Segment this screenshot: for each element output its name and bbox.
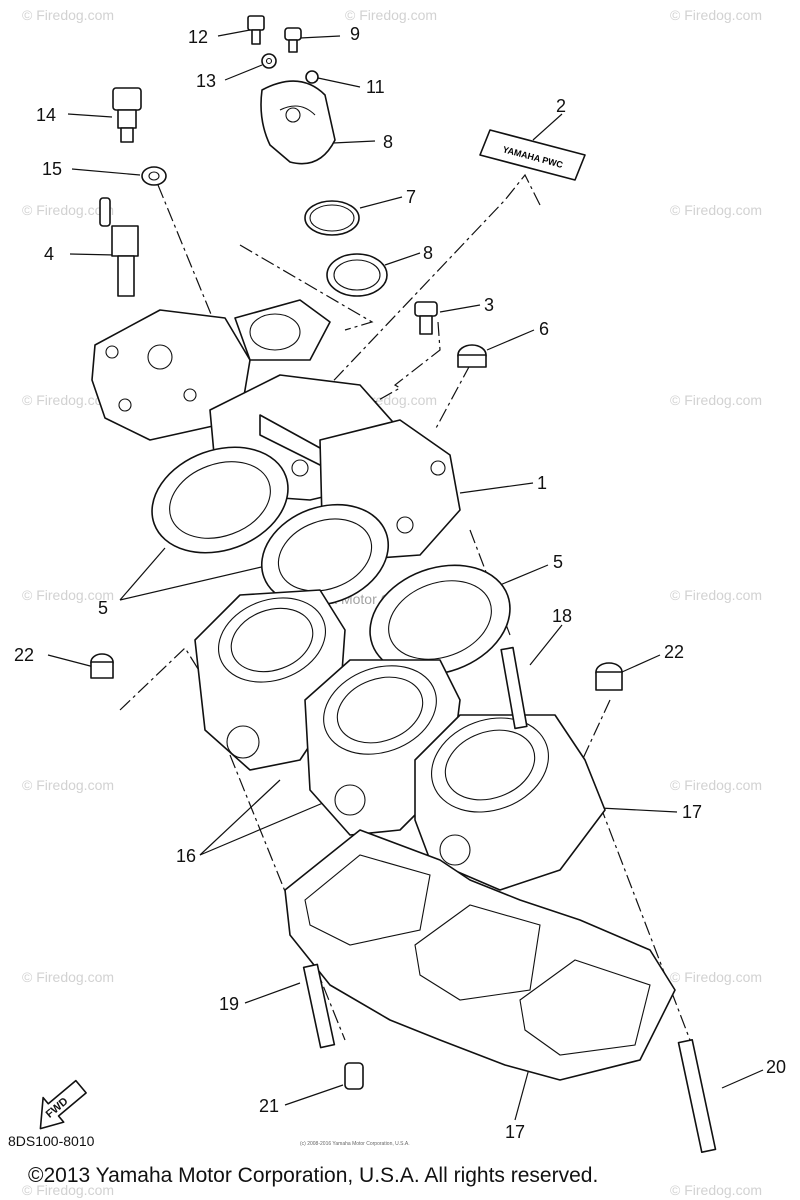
cap-part-6	[457, 344, 487, 368]
callout-12: 12	[188, 27, 208, 47]
footer-small-print: (c) 2008-2016 Yamaha Motor Corporation, …	[300, 1141, 410, 1147]
callout-labels: 12 9 13 11 14 2 8 15 7 4 8 3 6 1 5 5 22 …	[14, 24, 786, 1142]
nut-part-22-left	[90, 653, 114, 679]
ring-part-8	[326, 253, 388, 297]
nut-part-11	[305, 70, 319, 84]
callout-6: 6	[539, 319, 549, 339]
watermark: © Firedog.com	[22, 202, 114, 218]
sensor-part-14	[112, 87, 142, 143]
leader-lines	[47, 29, 764, 1121]
callout-20: 20	[766, 1057, 786, 1077]
stud-part-19	[302, 963, 336, 1049]
head-gasket-part-5	[151, 446, 511, 676]
watermark: © Firedog.com	[22, 587, 114, 603]
fitting-part-3	[414, 301, 438, 335]
callout-2: 2	[556, 96, 566, 116]
callout-16: 16	[176, 846, 196, 866]
bolt-part-12	[247, 15, 265, 45]
thermostat-cover-part-9	[260, 80, 336, 165]
callout-11: 11	[366, 77, 385, 97]
callout-14: 14	[36, 105, 56, 125]
watermark: © Firedog.com	[345, 7, 437, 23]
callout-10: 9	[350, 24, 360, 44]
watermark: © Firedog.com	[670, 1182, 762, 1198]
watermark: © Firedog.com	[22, 1182, 114, 1198]
watermark: © Firedog.com	[670, 202, 762, 218]
callout-8: 8	[423, 243, 433, 263]
callout-15: 15	[42, 159, 62, 179]
callout-9: 8	[383, 132, 393, 152]
copyright-notice: ©2013 Yamaha Motor Corporation, U.S.A. A…	[28, 1164, 599, 1187]
nut-part-22-right	[595, 662, 623, 691]
washer-part-13	[261, 53, 277, 69]
callout-5-right: 5	[553, 552, 563, 572]
nut-part-21	[344, 1062, 364, 1090]
cylinder-block	[194, 589, 606, 891]
stud-part-20	[677, 1038, 717, 1154]
spark-plug-part-4	[99, 197, 139, 297]
decal-part-2: YAMAHA PWC	[479, 129, 586, 181]
watermark: © Firedog.com	[22, 7, 114, 23]
callout-1: 1	[537, 473, 547, 493]
callout-22-left: 22	[14, 645, 34, 665]
callout-13: 13	[196, 71, 216, 91]
watermark: © Firedog.com	[670, 777, 762, 793]
fwd-arrow-icon: FWD	[39, 1079, 87, 1130]
callout-4: 4	[44, 244, 54, 264]
watermark: © Firedog.com	[22, 777, 114, 793]
callout-7: 7	[406, 187, 416, 207]
watermark: © Firedog.com	[22, 392, 114, 408]
callout-21: 21	[259, 1096, 279, 1116]
watermark: © Firedog.com	[670, 587, 762, 603]
callout-22-right: 22	[664, 642, 684, 662]
base-gasket-part-17	[284, 829, 676, 1081]
drawing-code: 8DS100-8010	[8, 1133, 95, 1149]
callout-19: 19	[219, 994, 239, 1014]
callout-18: 18	[552, 606, 572, 626]
watermark: © Firedog.com	[22, 969, 114, 985]
callout-17-right: 17	[682, 802, 702, 822]
o-ring-part-7	[304, 200, 360, 236]
callout-3: 3	[484, 295, 494, 315]
callout-5-left: 5	[98, 598, 108, 618]
callout-17-bottom: 17	[505, 1122, 525, 1142]
bolt-part-10	[284, 27, 302, 53]
washer-part-15	[141, 166, 167, 186]
watermark: © Firedog.com	[670, 969, 762, 985]
watermark: © Firedog.com	[670, 7, 762, 23]
watermark: © Firedog.com	[670, 392, 762, 408]
stud-part-18	[500, 646, 528, 730]
